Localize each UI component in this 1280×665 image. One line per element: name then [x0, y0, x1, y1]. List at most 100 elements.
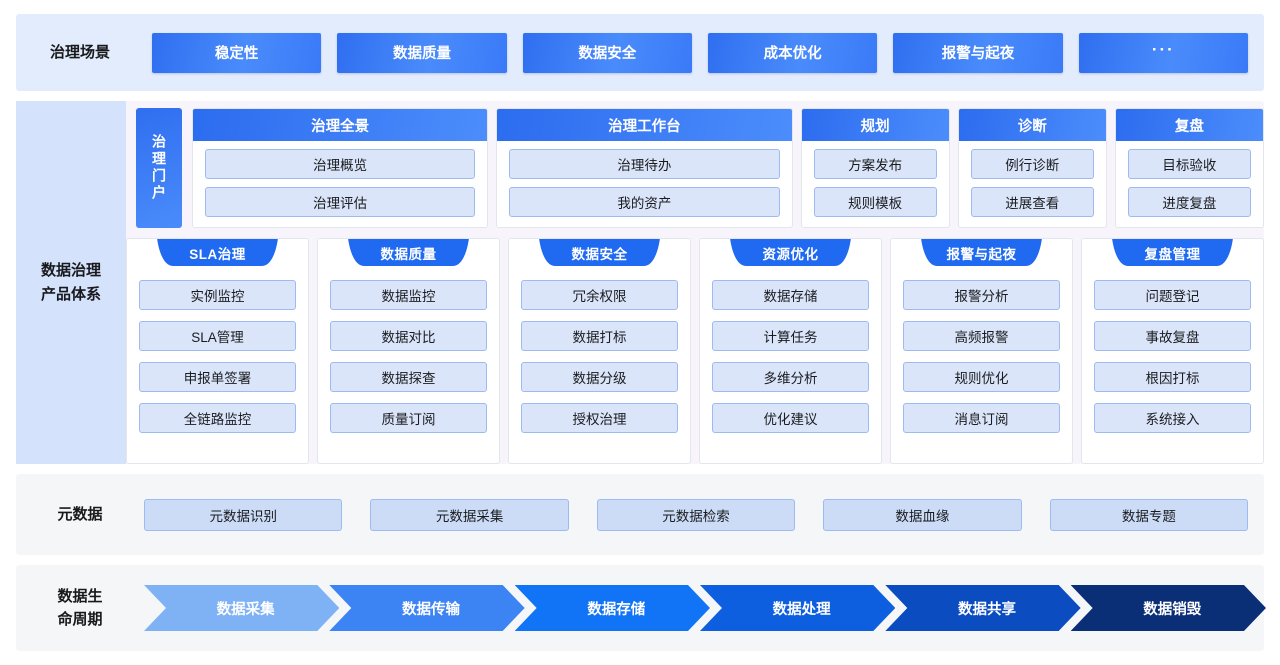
card-review-management: 复盘管理 问题登记 事故复盘 根因打标 系统接入	[1081, 238, 1264, 464]
ribbon-header-sla-governance: SLA治理	[127, 239, 308, 270]
metadata-item-collection[interactable]: 元数据采集	[370, 498, 569, 531]
item-alert-analysis[interactable]: 报警分析	[903, 280, 1060, 310]
card-planning: 规划 方案发布 规则模板	[800, 108, 950, 228]
scenario-chip-stability[interactable]: 稳定性	[152, 32, 322, 73]
item-issue-registration[interactable]: 问题登记	[1094, 280, 1251, 310]
metadata-pill-list: 元数据识别 元数据采集 元数据检索 数据血缘 数据专题	[144, 474, 1264, 555]
item-sla-management[interactable]: SLA管理	[139, 321, 296, 351]
item-declaration-signing[interactable]: 申报单签署	[139, 362, 296, 392]
item-rule-optimization[interactable]: 规则优化	[903, 362, 1060, 392]
ribbon-title-data-security: 数据安全	[571, 246, 628, 262]
scenario-chip-list: 稳定性 数据质量 数据安全 成本优化 报警与起夜 ···	[144, 14, 1264, 91]
metadata-item-lineage[interactable]: 数据血缘	[823, 498, 1022, 531]
item-data-storage[interactable]: 数据存储	[712, 280, 869, 310]
lifecycle-chevron-list: 数据采集 数据传输 数据存储 数据处理 数据共享 数据销毁	[144, 565, 1264, 651]
item-multidimensional-analysis[interactable]: 多维分析	[712, 362, 869, 392]
ribbon-shape-icon	[921, 239, 1042, 266]
item-progress-view[interactable]: 进展查看	[970, 187, 1094, 217]
band-label-metadata: 元数据	[16, 474, 144, 555]
lifecycle-step-transmission[interactable]: 数据传输	[329, 585, 524, 631]
ribbon-header-resource-optimization: 资源优化	[700, 239, 881, 270]
product-system-body: 治理门户 治理全景 治理概览 治理评估 治理工作台 治理待办 我的资产	[126, 101, 1264, 464]
card-title-review: 复盘	[1115, 109, 1263, 141]
item-system-onboarding[interactable]: 系统接入	[1094, 403, 1251, 433]
item-routine-diagnosis[interactable]: 例行诊断	[970, 149, 1094, 179]
scenario-chip-data-quality[interactable]: 数据质量	[337, 32, 507, 73]
item-progress-review[interactable]: 进度复盘	[1127, 187, 1251, 217]
metadata-band: 元数据 元数据识别 元数据采集 元数据检索 数据血缘 数据专题	[16, 474, 1264, 555]
ribbon-title-resource-optimization: 资源优化	[762, 246, 819, 262]
lifecycle-step-collection[interactable]: 数据采集	[144, 585, 339, 631]
ribbon-header-review-management: 复盘管理	[1082, 239, 1263, 270]
band-label-lifecycle-line1: 数据生	[57, 587, 103, 605]
item-rule-template[interactable]: 规则模板	[813, 187, 937, 217]
card-data-security: 数据安全 冗余权限 数据打标 数据分级 授权治理	[508, 238, 691, 464]
band-label-lifecycle-line2: 命周期	[57, 611, 103, 628]
card-items-resource-optimization: 数据存储 计算任务 多维分析 优化建议	[700, 270, 881, 463]
lifecycle-step-processing-label: 数据处理	[772, 601, 831, 618]
item-my-assets[interactable]: 我的资产	[509, 187, 780, 217]
card-title-diagnosis: 诊断	[958, 109, 1106, 141]
item-plan-release[interactable]: 方案发布	[813, 149, 937, 179]
ribbon-header-data-quality: 数据质量	[318, 239, 499, 270]
item-optimization-suggestions[interactable]: 优化建议	[712, 403, 869, 433]
ribbon-shape-icon	[348, 239, 469, 266]
governance-portal-tab[interactable]: 治理门户	[136, 108, 182, 228]
scenario-chip-data-security[interactable]: 数据安全	[522, 32, 692, 73]
item-high-frequency-alerts[interactable]: 高频报警	[903, 321, 1060, 351]
lifecycle-step-processing[interactable]: 数据处理	[700, 585, 895, 631]
ribbon-title-sla-governance: SLA治理	[189, 246, 246, 262]
item-full-link-monitoring[interactable]: 全链路监控	[139, 403, 296, 433]
bottom-card-row: SLA治理 实例监控 SLA管理 申报单签署 全链路监控 数据质量	[126, 238, 1264, 464]
band-label-scenarios: 治理场景	[16, 14, 144, 91]
item-data-monitoring[interactable]: 数据监控	[330, 280, 487, 310]
product-system-band: 数据治理 产品体系 治理门户 治理全景 治理概览 治理评估 治理工作台	[16, 101, 1264, 464]
item-root-cause-tagging[interactable]: 根因打标	[1094, 362, 1251, 392]
item-goal-acceptance[interactable]: 目标验收	[1127, 149, 1251, 179]
metadata-item-identification[interactable]: 元数据识别	[144, 498, 343, 531]
item-governance-overview[interactable]: 治理概览	[205, 149, 476, 179]
lifecycle-step-transmission-label: 数据传输	[401, 601, 460, 618]
band-label-product-system-line1: 数据治理	[40, 262, 101, 280]
lifecycle-step-destruction[interactable]: 数据销毁	[1071, 585, 1266, 631]
item-data-tagging[interactable]: 数据打标	[521, 321, 678, 351]
item-incident-review[interactable]: 事故复盘	[1094, 321, 1251, 351]
top-card-row: 治理全景 治理概览 治理评估 治理工作台 治理待办 我的资产 规划	[192, 108, 1264, 228]
item-redundant-permissions[interactable]: 冗余权限	[521, 280, 678, 310]
card-title-governance-panorama: 治理全景	[193, 109, 488, 141]
item-data-exploration[interactable]: 数据探查	[330, 362, 487, 392]
band-label-product-system: 数据治理 产品体系	[16, 101, 126, 464]
card-items-data-security: 冗余权限 数据打标 数据分级 授权治理	[509, 270, 690, 463]
ribbon-shape-icon	[730, 239, 851, 266]
item-quality-subscription[interactable]: 质量订阅	[330, 403, 487, 433]
item-instance-monitoring[interactable]: 实例监控	[139, 280, 296, 310]
card-items-review: 目标验收 进度复盘	[1116, 141, 1263, 227]
card-resource-optimization: 资源优化 数据存储 计算任务 多维分析 优化建议	[699, 238, 882, 464]
card-items-data-quality: 数据监控 数据对比 数据探查 质量订阅	[318, 270, 499, 463]
band-label-lifecycle: 数据生 命周期	[16, 565, 144, 651]
item-governance-todo[interactable]: 治理待办	[509, 149, 780, 179]
lifecycle-step-sharing[interactable]: 数据共享	[885, 585, 1080, 631]
item-compute-tasks[interactable]: 计算任务	[712, 321, 869, 351]
item-message-subscription[interactable]: 消息订阅	[903, 403, 1060, 433]
card-alerting: 报警与起夜 报警分析 高频报警 规则优化 消息订阅	[890, 238, 1073, 464]
band-label-scenarios-text: 治理场景	[49, 43, 110, 61]
card-items-governance-workbench: 治理待办 我的资产	[497, 141, 791, 227]
card-items-review-management: 问题登记 事故复盘 根因打标 系统接入	[1082, 270, 1263, 463]
card-items-diagnosis: 例行诊断 进展查看	[959, 141, 1106, 227]
item-data-classification[interactable]: 数据分级	[521, 362, 678, 392]
scenario-chip-more[interactable]: ···	[1078, 32, 1248, 73]
ribbon-shape-icon	[1112, 239, 1233, 266]
item-data-comparison[interactable]: 数据对比	[330, 321, 487, 351]
card-items-governance-panorama: 治理概览 治理评估	[193, 141, 487, 227]
item-authorization-governance[interactable]: 授权治理	[521, 403, 678, 433]
metadata-item-search[interactable]: 元数据检索	[596, 498, 796, 531]
card-review: 复盘 目标验收 进度复盘	[1114, 108, 1264, 228]
scenario-chip-alerting[interactable]: 报警与起夜	[893, 32, 1063, 73]
item-governance-assessment[interactable]: 治理评估	[205, 187, 476, 217]
metadata-item-topic[interactable]: 数据专题	[1049, 498, 1249, 531]
scenario-chip-cost-optimization[interactable]: 成本优化	[707, 32, 878, 73]
lifecycle-step-storage[interactable]: 数据存储	[515, 585, 710, 631]
governance-scenarios-band: 治理场景 稳定性 数据质量 数据安全 成本优化 报警与起夜 ···	[16, 14, 1264, 91]
